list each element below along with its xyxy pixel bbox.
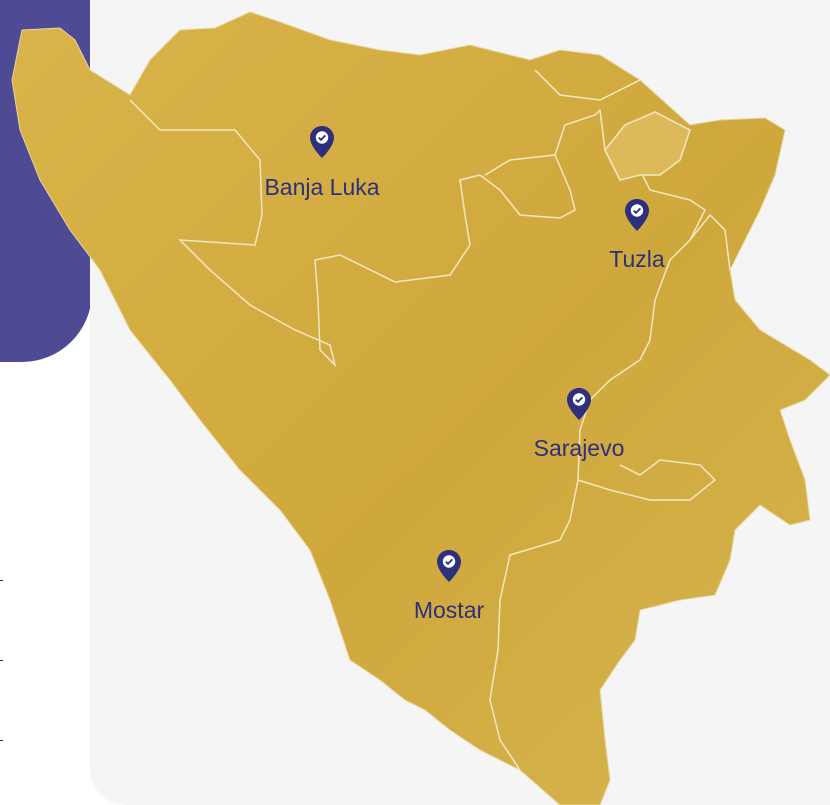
city-label-sarajevo: Sarajevo <box>533 435 625 461</box>
map-pin-check-icon[interactable] <box>437 550 461 582</box>
map-pin-check-icon[interactable] <box>310 126 334 158</box>
country-outline <box>11 11 830 805</box>
city-label-mostar: Mostar <box>413 597 485 623</box>
side-ticks <box>0 575 4 755</box>
brcko-district <box>604 111 691 181</box>
city-label-banja-luka: Banja Luka <box>264 174 380 200</box>
map-pin-check-icon[interactable] <box>567 388 591 420</box>
city-label-tuzla: Tuzla <box>609 246 665 272</box>
map-pin-check-icon[interactable] <box>625 199 649 231</box>
